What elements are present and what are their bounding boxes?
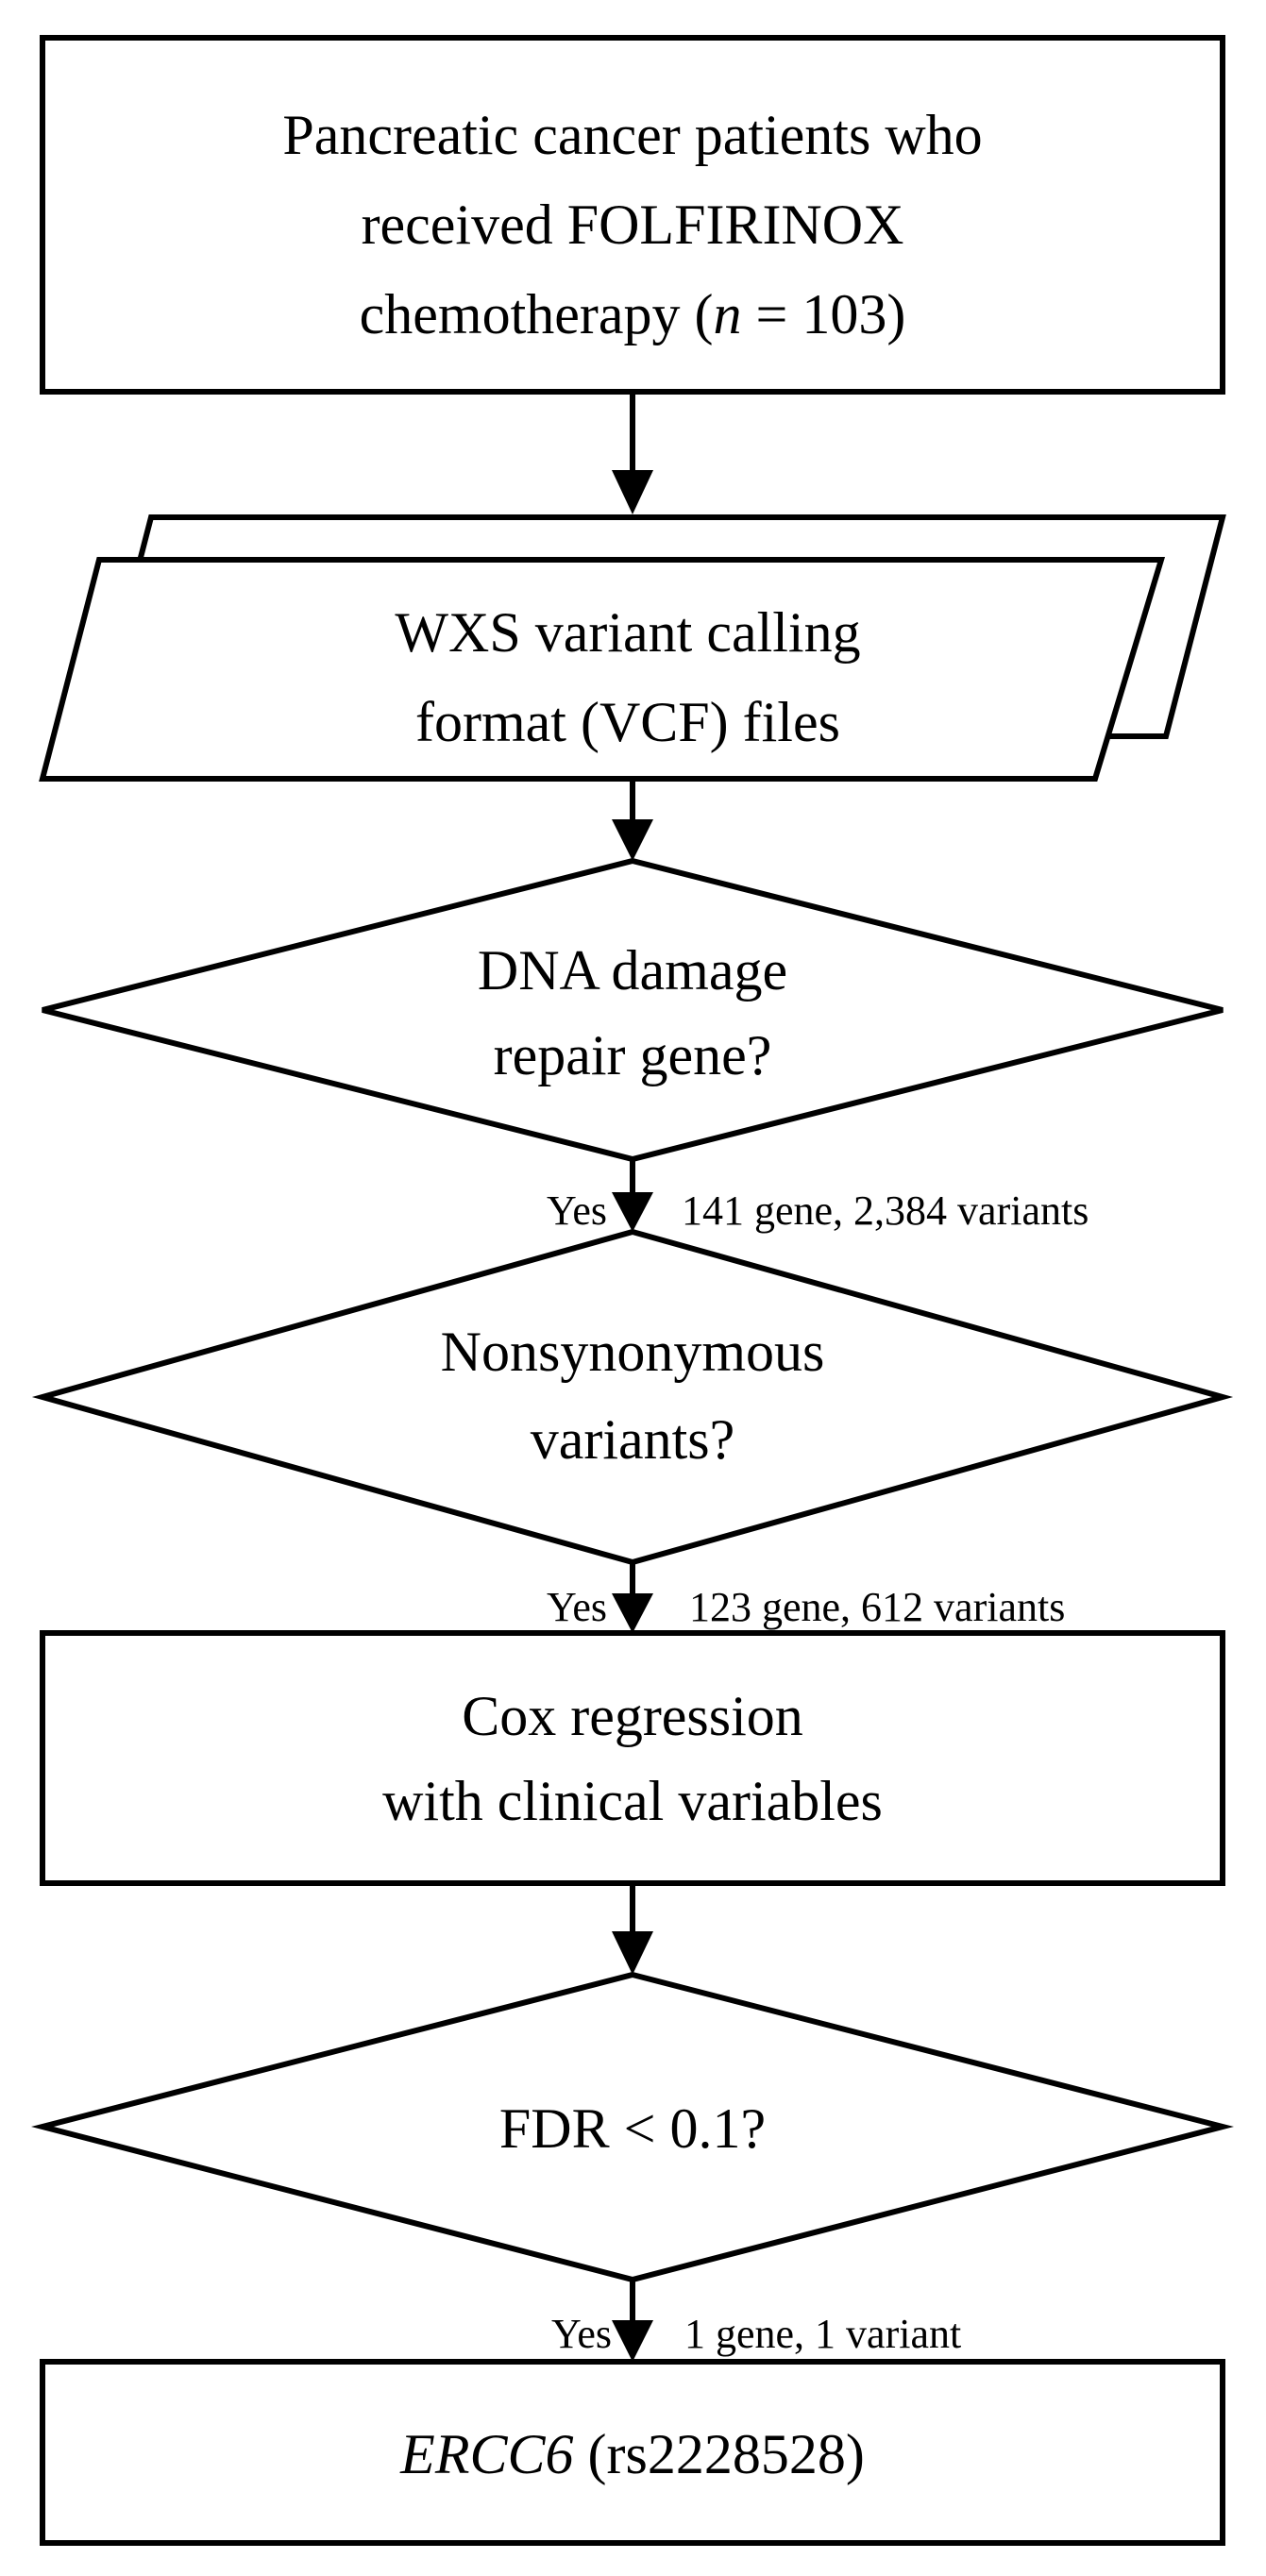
start-line-2: received FOLFIRINOX <box>362 194 904 256</box>
vcf-front-sheet <box>39 557 1166 782</box>
arrow-cox-to-fdr <box>612 1886 653 1975</box>
nonsyn-decision: Nonsynonymous variants? <box>31 1228 1234 1566</box>
ddr-decision: DNA damage repair gene? <box>42 857 1224 1163</box>
vcf-line-1: WXS variant calling <box>395 601 860 664</box>
ddr-line-2: repair gene? <box>494 1024 772 1086</box>
nonsyn-yes-label: Yes <box>547 1584 607 1630</box>
result-gene: ERCC6 <box>399 2423 573 2485</box>
arrow-start-to-vcf <box>612 395 653 514</box>
ddr-yes-label: Yes <box>547 1187 607 1234</box>
vcf-line-2: format (VCF) files <box>415 691 840 753</box>
arrow-ddr-to-nonsyn: Yes 141 gene, 2,384 variants <box>547 1159 1089 1234</box>
cox-box: Cox regression with clinical variables <box>40 1630 1225 1886</box>
result-box: ERCC6 (rs2228528) <box>40 2359 1225 2546</box>
vcf-data-shape: WXS variant calling format (VCF) files <box>39 514 1226 782</box>
fdr-yes-label: Yes <box>551 2311 612 2357</box>
start-line-3-prefix: chemotherapy ( <box>360 283 714 345</box>
result-text: ERCC6 (rs2228528) <box>399 2423 865 2485</box>
start-box: Pancreatic cancer patients who received … <box>40 35 1225 395</box>
start-line-1: Pancreatic cancer patients who <box>282 104 982 166</box>
cox-line-2: with clinical variables <box>382 1770 883 1832</box>
nonsyn-line-1: Nonsynonymous <box>441 1321 825 1383</box>
arrow-vcf-to-ddr <box>612 782 653 861</box>
cox-line-1: Cox regression <box>462 1685 803 1747</box>
fdr-decision: FDR < 0.1? <box>31 1971 1234 2283</box>
result-variant: (rs2228528) <box>574 2423 865 2485</box>
start-line-3-variable: n <box>714 283 742 345</box>
ddr-line-1: DNA damage <box>478 939 787 1002</box>
fdr-line-1: FDR < 0.1? <box>499 2097 766 2160</box>
nonsyn-count-label: 123 gene, 612 variants <box>689 1584 1065 1630</box>
arrow-fdr-to-result: Yes 1 gene, 1 variant <box>551 2280 961 2362</box>
nonsyn-line-2: variants? <box>531 1408 735 1471</box>
start-line-3-suffix: = 103) <box>742 283 906 345</box>
start-line-3: chemotherapy (n = 103) <box>360 283 906 345</box>
fdr-count-label: 1 gene, 1 variant <box>684 2311 961 2357</box>
arrow-nonsyn-to-cox: Yes 123 gene, 612 variants <box>547 1562 1065 1633</box>
ddr-count-label: 141 gene, 2,384 variants <box>682 1187 1089 1234</box>
